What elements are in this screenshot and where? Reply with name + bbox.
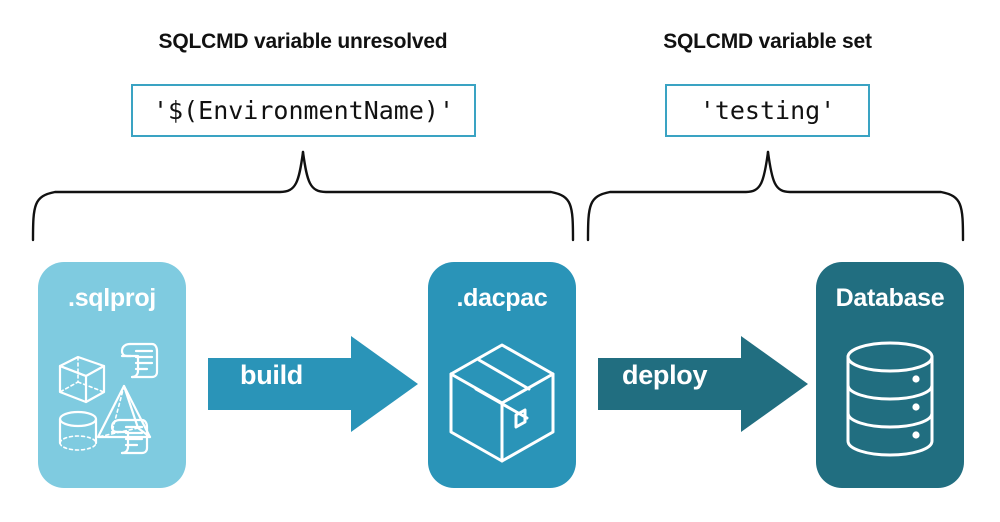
flow-arrow-deploy [598,336,808,432]
project-shapes-icon [58,342,159,454]
arrow-shape-deploy [598,336,808,432]
script-scroll-icon-top [120,342,159,378]
arrow-shape-build [208,336,418,432]
stage-art-sqlproj [38,313,186,488]
left-brace [31,150,575,242]
stage-label-sqlproj: .sqlproj [68,284,156,312]
flow-arrow-build [208,336,418,432]
code-value-box-left: '$(EnvironmentName)' [131,84,476,137]
code-value-box-right: 'testing' [665,84,870,137]
script-scroll-icon-bottom [110,418,149,454]
stage-card-sqlproj: .sqlproj [38,262,186,488]
database-cylinder-icon [846,341,934,456]
pyramid-shape-icon [96,384,152,438]
code-value-left-text: '$(EnvironmentName)' [152,96,455,125]
stage-label-database: Database [835,284,945,312]
section-heading-left: SQLCMD variable unresolved [158,30,448,53]
flow-arrow-build-label: build [240,360,303,390]
stage-art-dacpac [428,313,576,488]
database-status-dots [912,374,920,439]
stage-card-database: Database [816,262,964,488]
flow-arrow-deploy-label: deploy [622,360,708,390]
section-heading-right: SQLCMD variable set [663,30,872,53]
stage-label-dacpac: .dacpac [456,284,548,312]
stage-art-database [816,313,964,488]
right-brace [586,150,965,242]
cube-shape-icon [58,355,106,403]
cylinder-shape-icon [58,410,98,451]
code-value-right-text: 'testing' [699,96,836,125]
package-box-icon [449,343,555,462]
stage-card-dacpac: .dacpac [428,262,576,488]
